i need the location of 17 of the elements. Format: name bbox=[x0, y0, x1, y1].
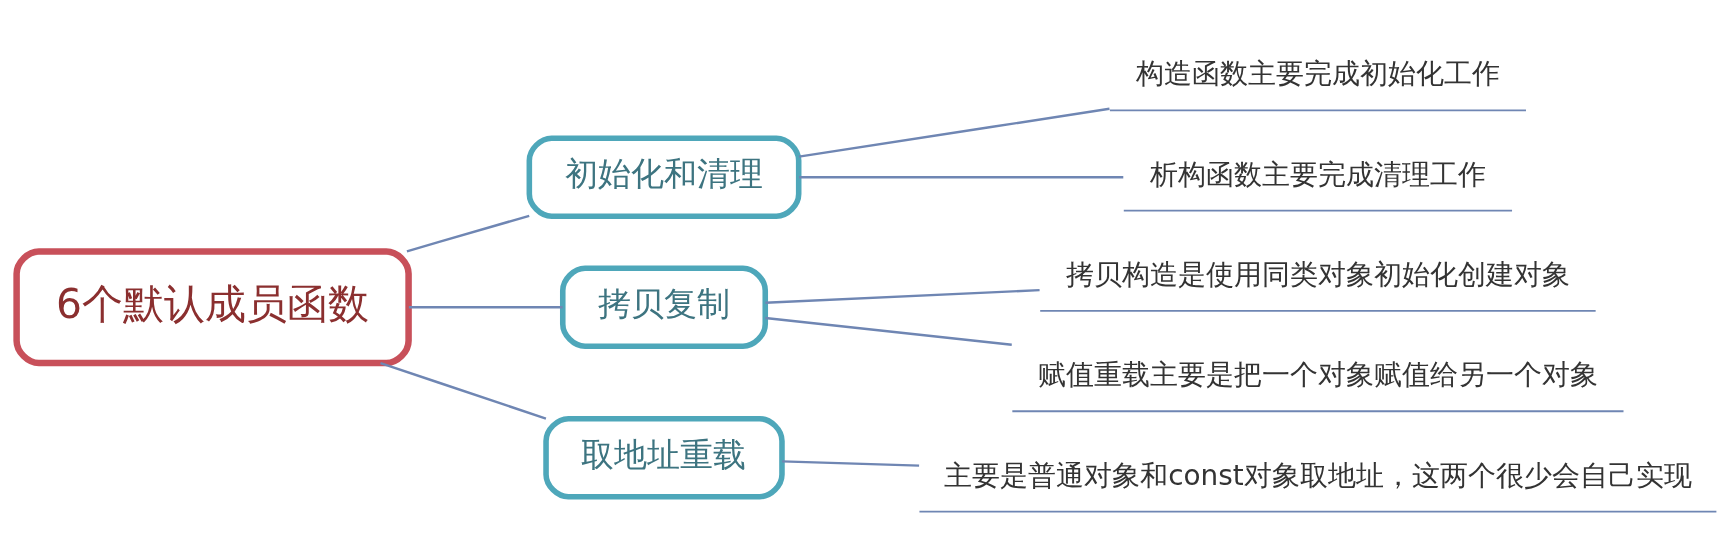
connector bbox=[406, 214, 530, 253]
connector bbox=[799, 175, 1124, 179]
connector bbox=[380, 361, 547, 420]
connector bbox=[765, 316, 1012, 346]
connector bbox=[798, 107, 1110, 158]
node-box: 拷贝复制 bbox=[560, 265, 769, 349]
connector bbox=[782, 460, 920, 467]
node-text: 赋值重载主要是把一个对象赋值给另一个对象 bbox=[1037, 358, 1598, 392]
node-text: 析构函数主要完成清理工作 bbox=[1149, 157, 1486, 191]
node-text: 构造函数主要完成初始化工作 bbox=[1135, 57, 1500, 91]
connector bbox=[765, 288, 1040, 304]
node-box: 6个默认成员函数 bbox=[13, 248, 412, 367]
node-box: 初始化和清理 bbox=[526, 135, 802, 219]
connector bbox=[408, 306, 563, 309]
node-text: 主要是普通对象和const对象取地址，这两个很少会自己实现 bbox=[944, 458, 1692, 492]
node-box: 取地址重载 bbox=[543, 415, 785, 500]
node-text: 拷贝构造是使用同类对象初始化创建对象 bbox=[1065, 258, 1570, 291]
